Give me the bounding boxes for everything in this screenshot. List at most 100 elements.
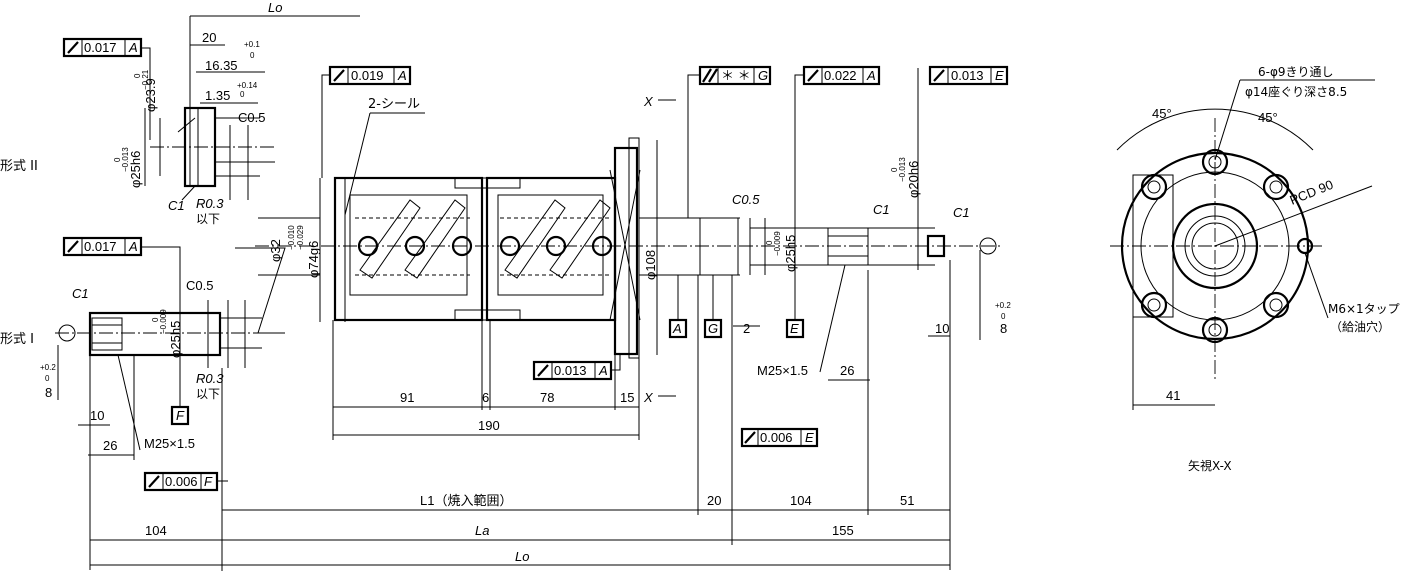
fcf-006e-datum: E: [805, 430, 814, 445]
datum-f: F: [176, 408, 185, 423]
dim-23-9-tol-up: 0: [133, 73, 142, 78]
c05-left-label: C0.5: [186, 278, 213, 293]
dim-108: φ108: [643, 250, 658, 280]
c1-right-2-label: C1: [953, 205, 970, 220]
fcf-017a-mid: 0.017 A: [62, 236, 181, 310]
fcf-006e: 0.006 E: [740, 427, 819, 448]
dim-74g6: φ74g6: [306, 241, 321, 278]
fcf-013a: 0.013 A: [532, 354, 621, 381]
fcf-017a-top-datum: A: [128, 40, 138, 55]
dim-25h6-tol-up: 0: [113, 157, 122, 162]
dimension-lines: 91 6 78 15 190 2 M25×1.5 26 10 8 +0.2 0 …: [90, 250, 1011, 571]
hole-note-2: φ14座ぐり深さ8.5: [1245, 84, 1347, 99]
fcf-017a-mid-tol: 0.017: [84, 239, 117, 254]
x-mark-bottom: X: [643, 390, 654, 405]
fcf-013e: 0.013 E: [928, 65, 1009, 86]
fcf-013a-tol: 0.013: [554, 363, 587, 378]
dim-1-35-tol-lo: 0: [240, 90, 245, 99]
fcf-013e-datum: E: [995, 68, 1004, 83]
fcf-star-tol: ＊ ＊: [721, 68, 751, 83]
dim-190: 190: [478, 418, 500, 433]
below-top-label: 以下: [196, 212, 220, 226]
dim-23-9-tol-lo: −0.21: [141, 69, 150, 90]
dim-6: 6: [482, 390, 489, 405]
dim-78: 78: [540, 390, 554, 405]
r03-left-label: R0.3: [196, 371, 224, 386]
fcf-017a-top-tol: 0.017: [84, 40, 117, 55]
below-left-label: 以下: [196, 387, 220, 401]
dim-25h6: φ25h6: [128, 151, 143, 188]
dim-25h5-right-tol-lo: −0.009: [773, 231, 782, 256]
dim-104-right: 104: [790, 493, 812, 508]
dim-25h5-left-tol-up: 0: [151, 317, 160, 322]
dim-8-left-tol-lo: 0: [45, 374, 50, 383]
form-i-shaft-end: C1 C0.5 φ25h5 0 −0.009 R0.3 以下 8 +0.2 0 …: [40, 247, 286, 570]
c1-left-label: C1: [72, 286, 89, 301]
dim-10-right: 10: [935, 321, 949, 336]
dim-51: 51: [900, 493, 914, 508]
tap-note-2: （給油穴）: [1330, 319, 1390, 334]
dim-26-left: 26: [103, 438, 117, 453]
dim-155: 155: [832, 523, 854, 538]
dim-8-left-tol-up: +0.2: [40, 363, 56, 372]
dim-104-left: 104: [145, 523, 167, 538]
fcf-013a-datum: A: [598, 363, 608, 378]
dim-20h6: φ20h6: [906, 161, 921, 198]
dim-l1: L1（焼入範囲）: [420, 493, 512, 508]
dim-25h6-tol-lo: −0.013: [121, 147, 130, 172]
dim-25h5-left-tol-lo: −0.009: [159, 309, 168, 334]
dim-2: 2: [743, 321, 750, 336]
dim-74g6-tol-lo: −0.029: [296, 225, 305, 250]
dim-16-35-tol-lo: 0: [250, 51, 255, 60]
c1-top-label: C1: [168, 198, 185, 213]
dim-8-right-tol-lo: 0: [1001, 312, 1006, 321]
fcf-022a-datum: A: [866, 68, 876, 83]
dim-1-35-tol-up: +0.14: [237, 81, 258, 90]
dim-16-35-tol-up: +0.1: [244, 40, 260, 49]
fcf-013e-tol: 0.013: [951, 68, 984, 83]
dim-91: 91: [400, 390, 414, 405]
fcf-022a-tol: 0.022: [824, 68, 857, 83]
x-mark-top: X: [643, 94, 654, 109]
dim-20h6-tol-lo: −0.013: [898, 157, 907, 182]
fcf-006f-tol: 0.006: [165, 474, 198, 489]
m25-left-label: M25×1.5: [144, 436, 195, 451]
dim-20-top: 20: [202, 30, 216, 45]
dim-8-right-tol-up: +0.2: [995, 301, 1011, 310]
angle-45-right: 45°: [1258, 110, 1278, 125]
c05-mid-label: C0.5: [732, 192, 760, 207]
fcf-006f: 0.006 F: [143, 471, 228, 492]
dim-41: 41: [1166, 388, 1180, 403]
fcf-006e-tol: 0.006: [760, 430, 793, 445]
m25-right-label: M25×1.5: [757, 363, 808, 378]
datum-g: G: [708, 321, 718, 336]
datum-boxes: A G E F: [170, 275, 805, 426]
fcf-022a: 0.022 A: [794, 65, 881, 218]
dim-74g6-tol-up: −0.010: [287, 225, 296, 250]
dim-8-right: 8: [1000, 321, 1007, 336]
fcf-017a-top: 0.017 A: [62, 37, 151, 140]
bolt-holes: [1140, 148, 1290, 344]
flange-view: 45° 45° 6-φ9きり通し φ14座ぐり深さ8.5 PCD 90 M6×1…: [1110, 65, 1400, 473]
r03-top-label: R0.3: [196, 196, 224, 211]
dim-10-left: 10: [90, 408, 104, 423]
fcf-019a-datum: A: [397, 68, 407, 83]
form-ii-label: 形式 II: [0, 159, 38, 174]
dim-25h5-left: φ25h5: [168, 321, 183, 358]
datum-a: A: [672, 321, 682, 336]
dim-25h5-right-tol-up: 0: [765, 240, 774, 245]
dim-20-bottom: 20: [707, 493, 721, 508]
fcf-star-g: ＊ ＊ G: [687, 65, 772, 218]
ball-group: [357, 235, 613, 257]
seal-label: 2-シール: [368, 97, 420, 112]
datum-e: E: [790, 321, 799, 336]
tap-note-1: M6×1タップ: [1328, 302, 1400, 316]
view-caption: 矢視X-X: [1188, 458, 1232, 473]
lo-top-label: Lo: [268, 0, 282, 15]
fcf-006f-datum: F: [204, 474, 213, 489]
angle-45-left: 45°: [1152, 106, 1172, 121]
c1-right-1-label: C1: [873, 202, 890, 217]
fcf-star-datum: G: [758, 68, 768, 83]
form-i-label: 形式 I: [0, 332, 34, 347]
